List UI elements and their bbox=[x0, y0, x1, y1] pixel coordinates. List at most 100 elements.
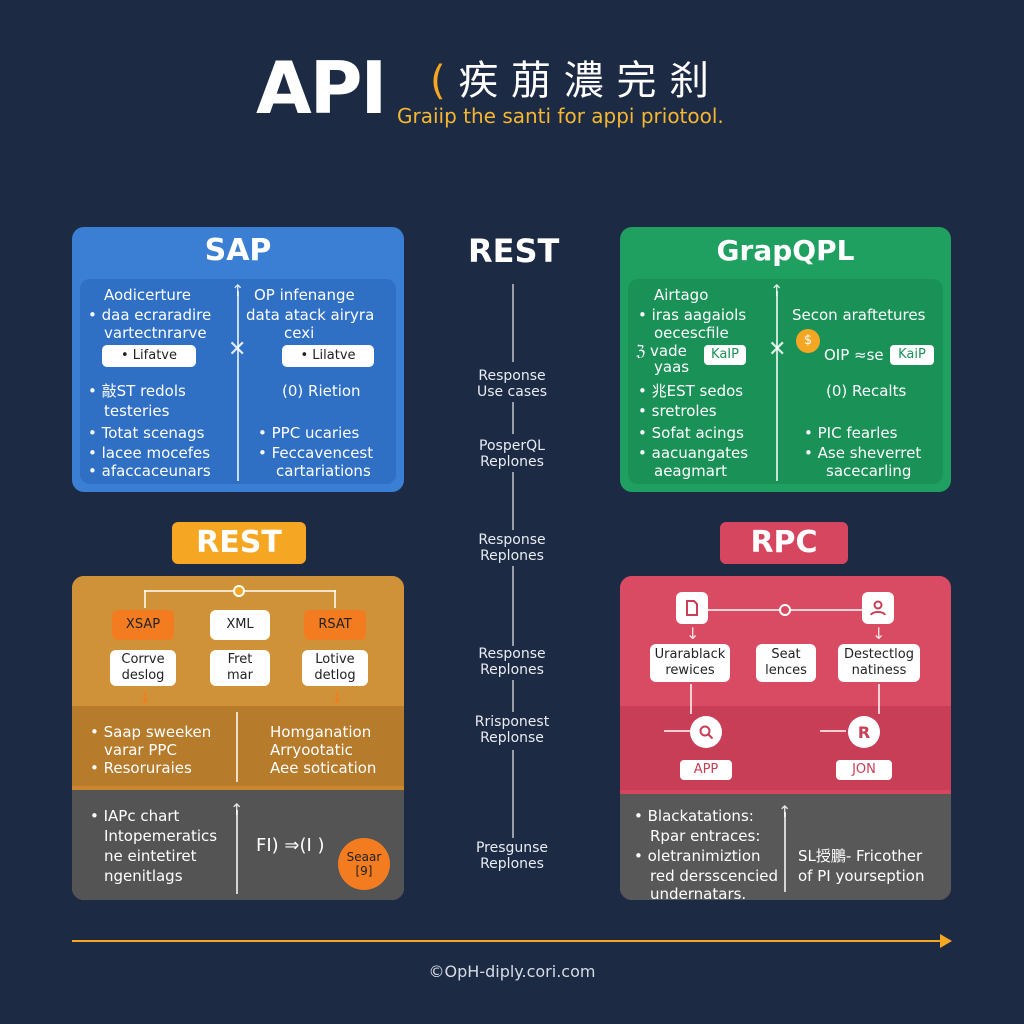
graphql-left-text: • sretroles bbox=[638, 402, 717, 420]
rest-mid-left-text: • Saap sweeken bbox=[90, 723, 212, 741]
sap-left-text: • daa ecraradire bbox=[88, 306, 212, 324]
center-label: Response Use cases bbox=[476, 368, 548, 400]
search-icon bbox=[690, 716, 722, 748]
rest-mid-left-text: • Resoruraies bbox=[90, 759, 192, 777]
rpc-bot-text: red dersscencied bbox=[650, 867, 779, 885]
sap-divider bbox=[237, 291, 239, 481]
center-label: Presgunse Replones bbox=[475, 840, 549, 872]
graphql-right-text: OIP ≈se bbox=[824, 346, 884, 364]
center-line bbox=[512, 680, 514, 712]
rpc-connector bbox=[820, 730, 846, 732]
sap-left-text: vartectnrarve bbox=[104, 324, 207, 342]
title-cjk-text: 疾 萠 濃 完 刹 bbox=[458, 58, 710, 104]
rest-tag: RSAT bbox=[304, 610, 366, 640]
rest-connector bbox=[334, 590, 336, 608]
graphql-left-text: • 兆EST sedos bbox=[638, 382, 744, 400]
sap-left-text: • afaccaceunars bbox=[88, 462, 211, 480]
graphql-left-text: ℨ vade bbox=[636, 342, 687, 360]
sap-pill-left: • Lifatve bbox=[102, 345, 196, 367]
sap-right-text: OP infenange bbox=[254, 286, 355, 304]
sap-left-text: • Totat scenags bbox=[88, 424, 205, 442]
arrow-up-icon: ↑ bbox=[231, 281, 245, 300]
graphql-chip-left: KaIP bbox=[704, 345, 746, 365]
center-line bbox=[512, 284, 514, 362]
graphql-left-text: • Sofat acings bbox=[638, 424, 744, 442]
sap-right-text: • PPC ucaries bbox=[258, 424, 360, 442]
rest-mid-right-text: Aee sotication bbox=[270, 759, 377, 777]
rest-divider bbox=[236, 712, 238, 782]
rpc-bot-text: • Blackatations: bbox=[634, 807, 754, 825]
sap-pill-right: • Lilatve bbox=[282, 345, 374, 367]
center-line bbox=[512, 402, 514, 434]
sap-right-text: cexi bbox=[284, 324, 315, 342]
rest-bot-text: ngenitlags bbox=[104, 867, 183, 885]
graphql-body: Airtago • iras aagaiols oecescfile ℨ vad… bbox=[628, 279, 943, 484]
graphql-left-text: yaas bbox=[654, 358, 690, 376]
rest-formula: FI) ⇒(I ) bbox=[256, 835, 325, 856]
rpc-bot-right-text: SL授鵬- Fricother bbox=[798, 847, 923, 865]
graphql-panel: GrapQPL Airtago • iras aagaiols oecescfi… bbox=[620, 227, 951, 492]
rpc-bot-right-text: of PI yoursеption bbox=[798, 867, 925, 885]
graphql-right-text: • PIC fearles bbox=[804, 424, 898, 442]
page-title-cjk: ( 疾 萠 濃 完 刹 bbox=[430, 48, 709, 106]
rpc-node: Destectlog natiness bbox=[838, 644, 920, 682]
sap-right-text: data atack airyra bbox=[246, 306, 375, 324]
rpc-top-section: ↓ ↓ Urarablack rewices Seat lences Deste… bbox=[620, 576, 951, 706]
rpc-bot-text: Rpar entraces: bbox=[650, 827, 761, 845]
arrow-up-icon: ↑ bbox=[778, 802, 792, 821]
graphql-right-text: • Ase sheverret bbox=[804, 444, 922, 462]
rest-divider bbox=[236, 810, 238, 894]
rest-badge: Seaar [9] bbox=[338, 838, 390, 890]
dollar-icon: $ bbox=[796, 329, 820, 353]
graphql-left-text: • aacuangates bbox=[638, 444, 749, 462]
graphql-chip-right: KaiP bbox=[890, 345, 934, 365]
rpc-chip: APP bbox=[680, 760, 732, 780]
rpc-bot-text: • oletranimiztion bbox=[634, 847, 761, 865]
rest-tag: XSAP bbox=[112, 610, 174, 640]
arrow-down-icon: ↓ bbox=[686, 624, 700, 643]
graphql-divider bbox=[776, 291, 778, 481]
center-label: PosperQL Replones bbox=[479, 438, 545, 470]
sap-right-text: (0) Rietion bbox=[282, 382, 361, 400]
rpc-mid-section: R APP JON bbox=[620, 684, 951, 790]
rpc-connector bbox=[878, 684, 880, 714]
title-paren: ( bbox=[430, 58, 446, 104]
arrow-right-icon bbox=[940, 934, 952, 948]
center-line bbox=[512, 472, 514, 530]
rest-bottom-section: • IAPc chart Intopemeratics ne eintetire… bbox=[72, 790, 404, 900]
center-line bbox=[512, 566, 514, 646]
rpc-chip: JON bbox=[836, 760, 892, 780]
graphql-left-text: Airtago bbox=[654, 286, 709, 304]
rpc-bot-text: undernatars. bbox=[650, 885, 747, 900]
rpc-panel: ↓ ↓ Urarablack rewices Seat lences Deste… bbox=[620, 576, 951, 900]
center-label: Rrisponest Replonse bbox=[474, 714, 550, 746]
rpc-divider bbox=[784, 812, 786, 892]
graphql-left-text: • iras aagaiols bbox=[638, 306, 747, 324]
rpc-node: Seat lences bbox=[756, 644, 816, 682]
connector-node-icon bbox=[233, 585, 245, 597]
rest-connector bbox=[144, 590, 146, 608]
rest-bot-text: Intopemeratics bbox=[104, 827, 218, 845]
center-title: REST bbox=[468, 232, 560, 270]
graphql-right-text: (0) Recalts bbox=[826, 382, 907, 400]
sap-right-text: • Feccavencest bbox=[258, 444, 374, 462]
cross-icon: ✕ bbox=[228, 337, 247, 362]
page-subtitle: Graiip the santi for appi priotool. bbox=[397, 104, 724, 128]
center-line bbox=[512, 750, 514, 838]
rest-subtag: Corrve deslog bbox=[110, 650, 176, 686]
sap-title: SAP bbox=[204, 233, 272, 268]
arrow-down-icon: ↓ bbox=[330, 688, 344, 707]
connector-node-icon bbox=[779, 604, 791, 616]
r-icon: R bbox=[848, 716, 880, 748]
document-icon bbox=[676, 592, 708, 624]
sap-panel: SAP Aodicerture • daa ecraradire vartect… bbox=[72, 227, 404, 492]
graphql-title: GrapQPL bbox=[716, 234, 855, 267]
rpc-connector bbox=[664, 730, 690, 732]
sap-left-text: • 敲ST redols bbox=[88, 382, 186, 400]
cross-icon: ✕ bbox=[768, 337, 787, 362]
graphql-left-text: oecescfile bbox=[654, 324, 729, 342]
rest-panel: XSAP XML RSAT Corrve deslog Fret mar Lot… bbox=[72, 576, 404, 900]
graphql-right-text: Secon araftetures bbox=[792, 306, 926, 324]
page-title: API bbox=[256, 46, 387, 130]
rpc-label: RPC bbox=[720, 522, 848, 564]
